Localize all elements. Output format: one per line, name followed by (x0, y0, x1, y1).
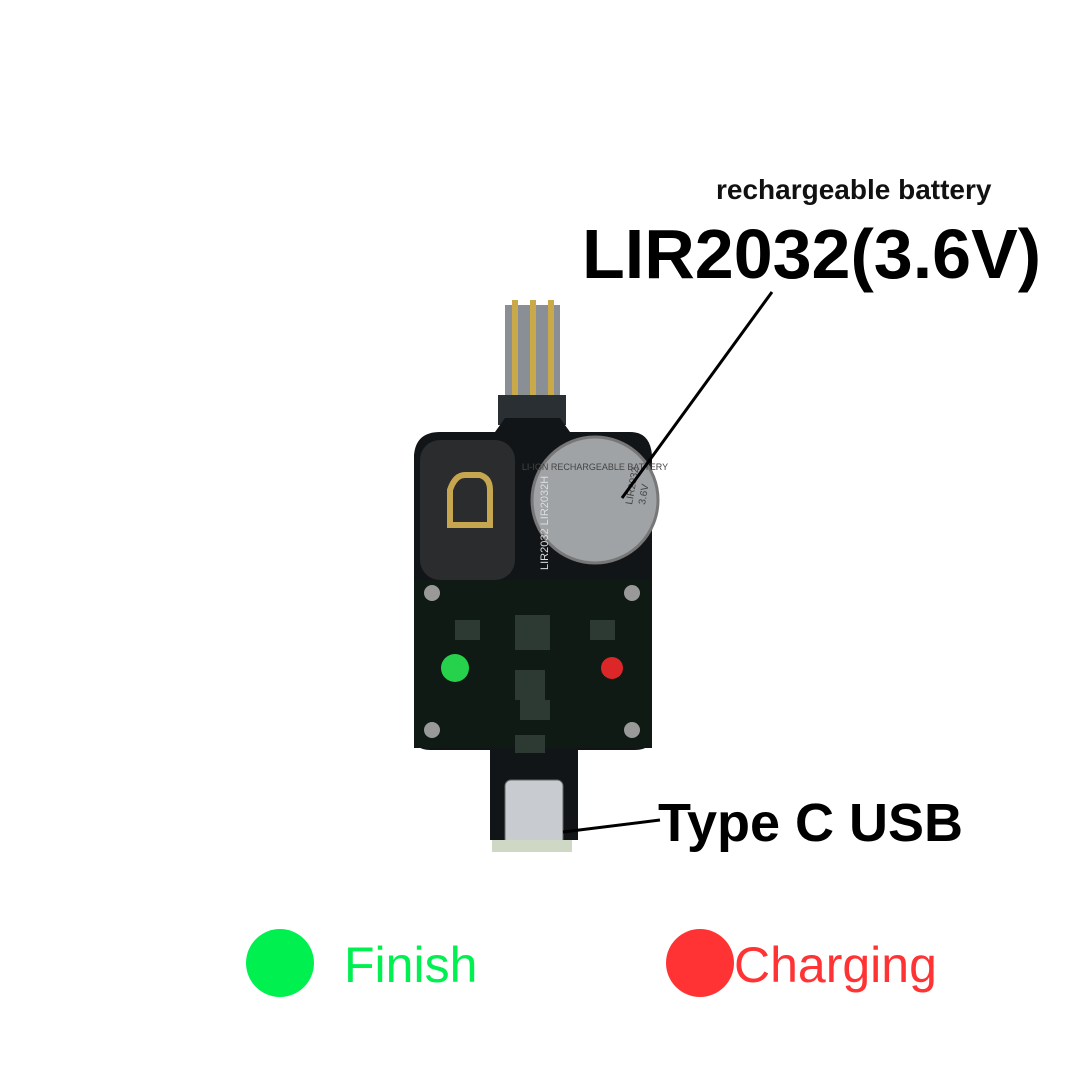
board-silkscreen: LIR2032 LIR2032H (539, 476, 551, 570)
usb-port-label: Type C USB (658, 793, 964, 853)
charging-led (601, 657, 623, 679)
usb-c-port (504, 779, 564, 846)
usb-callout-line (562, 818, 661, 834)
battery-model-label: LIR2032(3.6V) (582, 215, 1042, 293)
coin-cell-voltage: 3.6V (637, 483, 651, 505)
components (455, 615, 615, 753)
screw (624, 722, 640, 738)
coin-cell-battery (530, 435, 660, 565)
empty-battery-holder (420, 440, 515, 580)
holder-contact (447, 472, 493, 528)
finish-legend-label: Finish (344, 937, 478, 993)
coin-cell-text: LI-ION RECHARGEABLE BATTERY (522, 462, 668, 472)
header-pins (498, 300, 566, 425)
charging-legend-label: Charging (734, 937, 937, 993)
screw (424, 585, 440, 601)
charging-indicator-dot (666, 929, 734, 997)
screw (424, 722, 440, 738)
battery-type-label: rechargeable battery (716, 174, 992, 205)
finish-indicator-dot (246, 929, 314, 997)
battery-callout-line (620, 291, 774, 499)
finish-led (441, 654, 469, 682)
screw (624, 585, 640, 601)
